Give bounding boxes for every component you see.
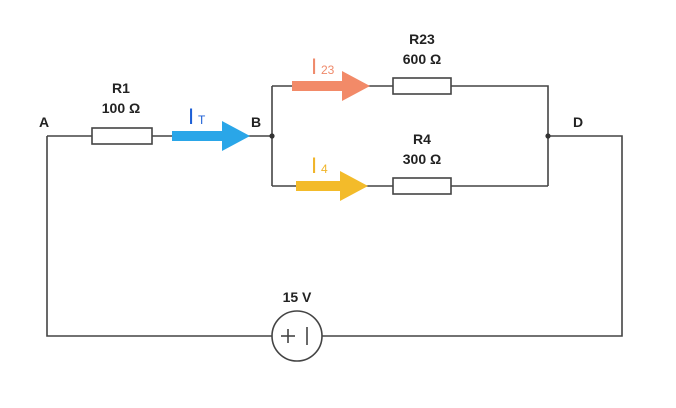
r4-value-label: 300 Ω [403, 151, 441, 167]
current-arrow-i4 [296, 171, 368, 201]
r1-value-label: 100 Ω [102, 100, 140, 116]
node-d-dot [545, 133, 551, 139]
r4-name-label: R4 [413, 131, 431, 147]
source-voltage-label: 15 V [283, 289, 312, 305]
r1-name-label: R1 [112, 80, 130, 96]
wire-bottom-right [322, 135, 623, 337]
current-i23-subscript: 23 [321, 63, 335, 77]
node-b-label: B [251, 114, 261, 130]
resistor-r4 [392, 177, 452, 195]
battery-icon [271, 310, 323, 362]
right-arrow-icon [292, 71, 370, 101]
current-i4-symbol: I [311, 153, 317, 178]
node-b-dot [269, 133, 275, 139]
current-total-subscript: T [198, 113, 206, 127]
resistor-r23 [392, 77, 452, 95]
node-d-label: D [573, 114, 583, 130]
right-arrow-icon [172, 121, 250, 151]
wire-left [46, 136, 272, 337]
current-arrow-i23 [292, 71, 370, 101]
current-i23-symbol: I [311, 54, 317, 79]
current-total-symbol: I [188, 104, 194, 129]
right-arrow-icon [296, 171, 368, 201]
r23-name-label: R23 [409, 31, 435, 47]
current-arrow-total [172, 121, 250, 151]
current-i4-subscript: 4 [321, 162, 328, 176]
r23-value-label: 600 Ω [403, 51, 441, 67]
node-a-label: A [39, 114, 49, 130]
wire-top-branch-right [451, 85, 549, 186]
resistor-r1 [91, 127, 153, 145]
